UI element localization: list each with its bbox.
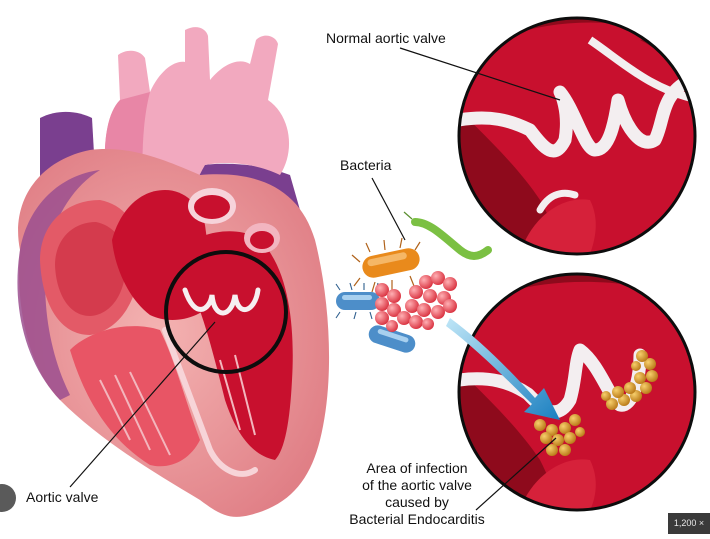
right-atrium-inner	[55, 222, 126, 316]
bacterium-blue-bottom	[368, 325, 416, 353]
vegetation-cluster-right	[601, 350, 658, 410]
leader-normal-valve	[399, 47, 561, 101]
right-ventricle	[70, 326, 200, 467]
vessel-lining-lower	[536, 189, 579, 214]
label-bacteria: Bacteria	[340, 157, 392, 173]
label-infection-line: Area of infection	[366, 460, 468, 476]
normal-valve-leaflets	[459, 73, 695, 158]
infected-valve-magnified	[457, 272, 697, 512]
label-infection-line: Bacterial Endocarditis	[349, 511, 485, 527]
heart-left-shade	[17, 170, 101, 400]
bacterium-green	[403, 211, 492, 260]
label-infection-line: caused by	[385, 494, 449, 510]
label-normal-aortic-valve: Normal aortic valve	[326, 30, 446, 46]
aortic-valve-highlight-circle	[164, 250, 288, 374]
heart	[17, 27, 330, 517]
label-infection-line: of the aortic valve	[362, 477, 472, 493]
leader-aortic-valve	[69, 321, 216, 488]
label-aortic-valve: Aortic valve	[26, 489, 99, 505]
leader-bacteria	[371, 177, 406, 241]
aortic-root	[112, 190, 215, 320]
label-infection-area: Area of infection of the aortic valve ca…	[332, 460, 502, 528]
vegetation-cluster-left	[534, 414, 585, 456]
chamber-bottom	[520, 199, 596, 254]
spread-arrow	[446, 318, 560, 420]
bacteria-cluster-red	[375, 271, 457, 332]
septum	[162, 327, 258, 477]
image-size-badge: 1,200 ×	[668, 513, 710, 534]
pulmonary-opening-inner	[194, 195, 230, 219]
chordae	[99, 354, 256, 456]
normal-valve-magnified	[457, 16, 697, 256]
bacterium-orange	[351, 237, 421, 293]
leader-infection	[475, 437, 557, 511]
vessel-lining	[587, 36, 695, 104]
aortic-valve-leaflets	[182, 287, 261, 316]
leader-lines	[69, 47, 561, 511]
vein-opening-inner	[250, 231, 274, 249]
bacteria-group	[335, 211, 492, 353]
chamber-bottom-b	[520, 459, 596, 510]
lens-search-button[interactable]	[0, 484, 16, 512]
